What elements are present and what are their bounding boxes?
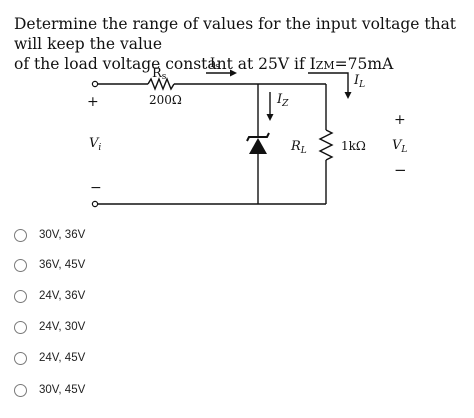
option-label: 36V, 45V: [39, 259, 86, 271]
radio-button[interactable]: [14, 289, 27, 303]
radio-button[interactable]: [14, 351, 27, 365]
option-1[interactable]: 30V, 36V: [14, 224, 85, 246]
option-5[interactable]: 24V, 45V: [14, 347, 85, 369]
izm-subscript: ZM: [315, 59, 335, 72]
radio-button[interactable]: [14, 258, 27, 272]
option-label: 30V, 45V: [39, 384, 86, 396]
terminal-bottom-left: [91, 200, 99, 208]
il-arrow-line: [308, 72, 349, 92]
question-line-1: Determine the range of values for the in…: [14, 15, 457, 53]
option-label: 24V, 36V: [39, 290, 86, 302]
vi-label: Vi: [89, 136, 101, 153]
question-line-2-prefix: of the load voltage constant at 25V if I: [14, 55, 316, 73]
zener-bar: [246, 132, 270, 142]
rs-resistor: [147, 77, 175, 91]
il-arrow-head: [344, 92, 352, 99]
zener-diode: [249, 138, 267, 154]
option-label: 24V, 30V: [39, 321, 86, 333]
vl-label: VL: [392, 138, 407, 155]
minus-right: −: [394, 161, 407, 179]
radio-button[interactable]: [14, 383, 27, 397]
question-line-2-suffix: =75mA: [334, 55, 394, 73]
option-4[interactable]: 24V, 30V: [14, 316, 85, 338]
minus-left: −: [90, 180, 102, 196]
iz-label: IZ: [276, 92, 289, 109]
rs-label: Rs: [152, 66, 167, 82]
zener-circuit-diagram: Rs 200Ω Is IZ IL RL 1kΩ + Vi − + VL −: [87, 56, 407, 208]
rl-value: 1kΩ: [341, 139, 366, 153]
il-label: IL: [353, 73, 365, 90]
rs-value: 200Ω: [149, 93, 182, 107]
is-arrow-head: [230, 69, 237, 77]
question-text: Determine the range of values for the in…: [14, 14, 466, 76]
radio-button[interactable]: [14, 320, 27, 334]
option-label: 24V, 45V: [39, 352, 86, 364]
plus-left: +: [87, 94, 99, 110]
option-6[interactable]: 30V, 45V: [14, 379, 85, 401]
is-label: Is: [210, 56, 220, 72]
option-label: 30V, 36V: [39, 229, 86, 241]
terminal-top-left: [91, 80, 99, 88]
rl-label: RL: [290, 139, 307, 156]
question-line-2: of the load voltage constant at 25V if I…: [14, 54, 466, 76]
plus-right: +: [394, 112, 406, 128]
radio-button[interactable]: [14, 228, 27, 242]
iz-arrow-head: [266, 114, 274, 121]
option-3[interactable]: 24V, 36V: [14, 285, 85, 307]
rl-resistor: [318, 129, 334, 161]
option-2[interactable]: 36V, 45V: [14, 254, 85, 276]
